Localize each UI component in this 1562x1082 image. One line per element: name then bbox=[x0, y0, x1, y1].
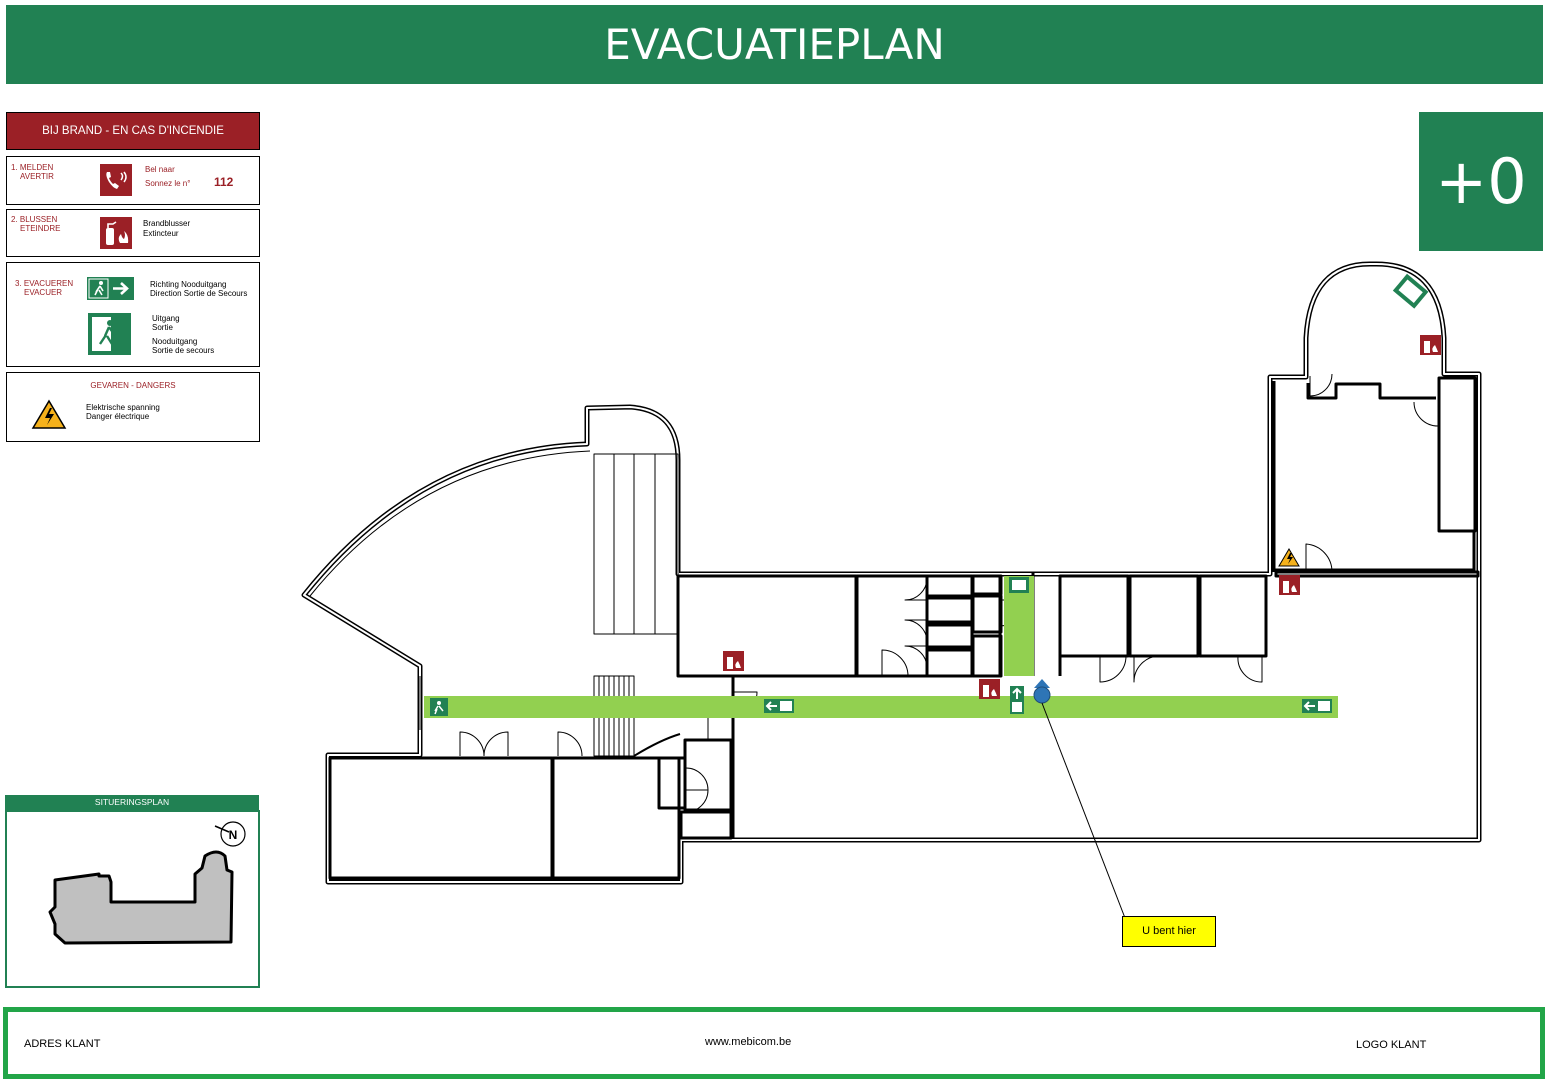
fire-instructions-heading: BIJ BRAND - EN CAS D'INCENDIE bbox=[6, 112, 260, 150]
exit-arrow-up-icon bbox=[1010, 686, 1024, 714]
exit-arrow-left-1-icon bbox=[764, 699, 794, 713]
step-report-text-nl: Bel naar bbox=[145, 165, 175, 174]
danger-electric-text-nl: Elektrische spanning bbox=[86, 403, 160, 412]
you-are-here-marker bbox=[1033, 679, 1126, 919]
step-extinguish-label-fr: ETEINDRE bbox=[20, 224, 61, 233]
legend-step-extinguish: 2. BLUSSEN ETEINDRE Brandblusser Extinct… bbox=[6, 209, 260, 257]
exit-sign-north-icon bbox=[1009, 577, 1029, 593]
website-link[interactable]: www.mebicom.be bbox=[705, 1036, 792, 1048]
extinguisher-3-icon bbox=[1279, 575, 1300, 595]
you-are-here-label: U bent hier bbox=[1122, 916, 1216, 947]
emergency-exit-text-fr: Sortie de secours bbox=[152, 346, 215, 355]
step-evacuate-label-nl: 3. EVACUEREN bbox=[15, 279, 74, 288]
step-extinguish-text-nl: Brandblusser bbox=[143, 219, 191, 228]
legend-step-report: 1. MELDEN AVERTIR Bel naar Sonnez le n° … bbox=[6, 156, 260, 205]
emergency-exit-sign-icon bbox=[88, 313, 131, 355]
step-report-label-fr: AVERTIR bbox=[20, 172, 54, 181]
client-address: ADRES KLANT bbox=[24, 1038, 101, 1050]
extinguisher-1-icon bbox=[723, 651, 744, 671]
exit-arrow-left-2-icon bbox=[1302, 699, 1332, 713]
legend-step-evacuate: 3. EVACUEREN EVACUER Richting Nooduitgan… bbox=[6, 262, 260, 367]
situation-plan-heading: SITUERINGSPLAN bbox=[5, 795, 259, 810]
step-report-label-nl: 1. MELDEN bbox=[11, 163, 54, 172]
situation-plan: N bbox=[5, 810, 260, 988]
direction-exit-text-nl: Richting Nooduitgang bbox=[150, 280, 227, 289]
direction-exit-text-fr: Direction Sortie de Secours bbox=[150, 289, 248, 298]
exit-sign-west-icon bbox=[430, 698, 448, 716]
exit-direction-sign-icon bbox=[87, 277, 134, 300]
exit-text-nl: Uitgang bbox=[152, 314, 180, 323]
step-report-text-fr: Sonnez le n° bbox=[145, 179, 191, 188]
floor-level-badge: +0 bbox=[1419, 112, 1543, 251]
north-arrow-icon: N bbox=[214, 821, 246, 847]
footer: ADRES KLANT www.mebicom.be LOGO KLANT bbox=[3, 1007, 1545, 1079]
rooms bbox=[328, 376, 1480, 880]
fire-alarm-phone-icon bbox=[100, 164, 132, 196]
fire-extinguisher-icon bbox=[100, 217, 132, 249]
electrical-danger-icon bbox=[31, 399, 67, 429]
plan-electrical-danger-icon bbox=[1278, 548, 1300, 567]
step-extinguish-label-nl: 2. BLUSSEN bbox=[11, 215, 58, 224]
door-swings bbox=[419, 373, 1439, 813]
extinguisher-markers bbox=[723, 335, 1441, 699]
emergency-number: 112 bbox=[214, 175, 234, 189]
step-evacuate-label-fr: EVACUER bbox=[24, 288, 63, 297]
route-exit-signs bbox=[430, 273, 1429, 716]
extinguisher-2-icon bbox=[979, 679, 1000, 699]
danger-electric-text-fr: Danger électrique bbox=[86, 412, 150, 421]
staircase-upper bbox=[593, 453, 679, 635]
north-label: N bbox=[229, 828, 238, 842]
extinguisher-4-icon bbox=[1420, 335, 1441, 355]
exit-text-fr: Sortie bbox=[152, 323, 173, 332]
emergency-exit-text-nl: Nooduitgang bbox=[152, 337, 198, 346]
situation-map: N bbox=[48, 821, 246, 945]
plan-title: EVACUATIEPLAN bbox=[6, 5, 1543, 84]
exit-sign-tower-icon bbox=[1392, 273, 1429, 309]
step-extinguish-text-fr: Extincteur bbox=[143, 229, 179, 238]
client-logo-placeholder: LOGO KLANT bbox=[1356, 1039, 1427, 1051]
dangers-heading: GEVAREN - DANGERS bbox=[90, 381, 176, 390]
legend-dangers: GEVAREN - DANGERS Elektrische spanning D… bbox=[6, 372, 260, 442]
